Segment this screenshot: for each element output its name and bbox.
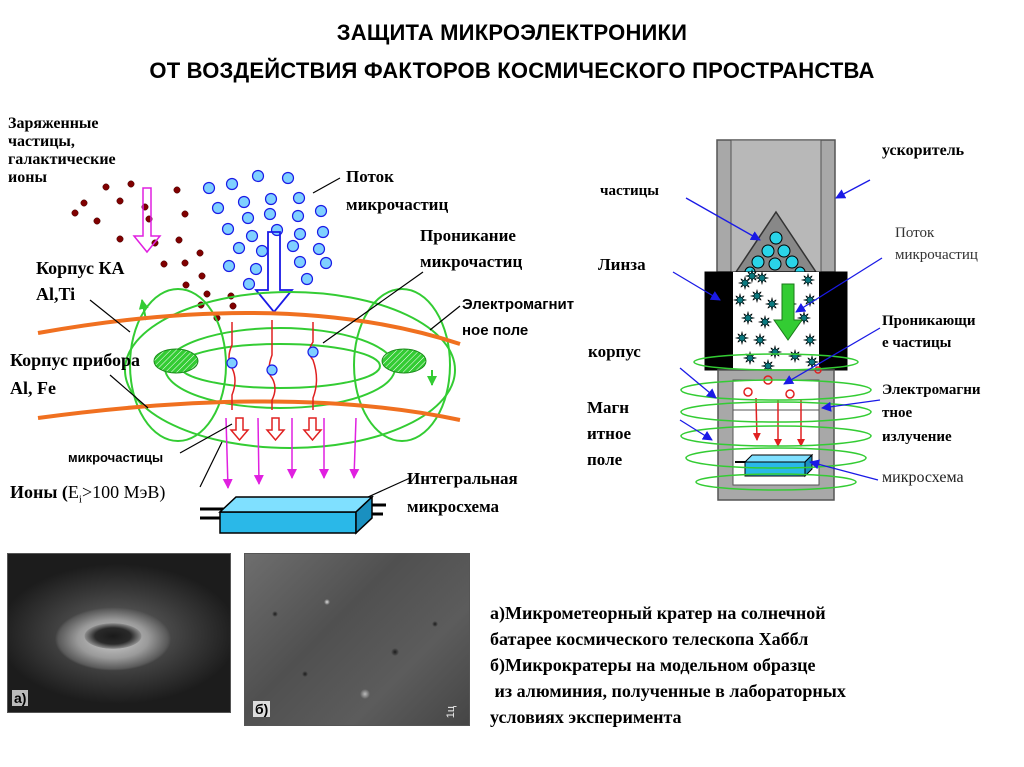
label-flow-1: Поток xyxy=(346,167,394,186)
label-housing-ka-2: Al,Ti xyxy=(36,284,76,304)
label-ic-2: микросхема xyxy=(407,497,500,516)
label-em-field-1: Электромагнит xyxy=(462,296,575,313)
ions-suffix: >100 МэВ) xyxy=(81,482,166,502)
label-microchip: микросхема xyxy=(882,469,964,486)
lens-star-particle xyxy=(764,296,780,312)
label-housing-ka-1: Корпус КА xyxy=(36,258,125,278)
title-line-2: ОТ ВОЗДЕЙСТВИЯ ФАКТОРОВ КОСМИЧЕСКОГО ПРО… xyxy=(149,58,875,83)
ion-flow-arrow xyxy=(132,187,162,254)
label-flow-right-1: Поток xyxy=(895,225,935,241)
lens-star-particle xyxy=(734,330,750,346)
label-magnetic-field-3: поле xyxy=(587,450,623,469)
magnetic-field-loops xyxy=(680,353,872,491)
lens-star-particle xyxy=(732,292,748,308)
photo-b-label: б) xyxy=(253,701,271,717)
label-penetrating-2: е частицы xyxy=(882,335,952,351)
title-line-1: ЗАЩИТА МИКРОЭЛЕКТРОНИКИ xyxy=(336,20,688,45)
label-magnetic-field-1: Магн xyxy=(587,398,630,417)
label-housing-right: корпус xyxy=(588,342,641,361)
microchip xyxy=(735,453,818,478)
label-accelerator: ускоритель xyxy=(882,142,965,159)
exit-arrows xyxy=(229,417,323,442)
lens-star-particle xyxy=(802,332,818,348)
ions-prefix: Ионы ( xyxy=(10,482,68,502)
label-charged-particles-1: Заряженные xyxy=(8,115,99,132)
label-device-housing-2: Al, Fe xyxy=(10,378,56,398)
lens-star-particle xyxy=(802,292,818,308)
microparticle-flow-arrow xyxy=(254,231,294,314)
penetration-beads xyxy=(226,346,319,376)
caption-line-1: а)Микрометеорный кратер на солнечной xyxy=(490,603,826,623)
label-penetration-2: микрочастиц xyxy=(420,252,523,271)
label-ic-1: Интегральная xyxy=(407,469,518,488)
label-charged-particles-3: галактические xyxy=(8,151,116,168)
caption-line-2: батарее космического телескопа Хаббл xyxy=(490,629,809,649)
caption-line-5: условиях эксперимента xyxy=(490,707,682,727)
label-microparticles: микрочастицы xyxy=(68,450,164,465)
label-charged-particles-4: ионы xyxy=(8,169,47,186)
lens-star-particle xyxy=(767,344,783,360)
label-charged-particles-2: частицы, xyxy=(8,133,75,150)
caption-line-4: из алюминия, полученные в лабораторных xyxy=(490,681,846,701)
lens-star-particle xyxy=(744,268,760,284)
photo-a-crater: а) xyxy=(7,553,231,713)
right-blue-leaders xyxy=(672,179,883,481)
caption-line-3: б)Микрократеры на модельном образце xyxy=(490,655,816,675)
integrated-circuit xyxy=(200,495,386,535)
lens-star-particle xyxy=(749,288,765,304)
magnet-right xyxy=(381,348,427,374)
lens-star-particle xyxy=(752,332,768,348)
lens-star-particle xyxy=(740,310,756,326)
label-penetration-1: Проникание xyxy=(420,226,516,245)
penetrating-red-particles xyxy=(743,366,822,447)
photo-b-microcraters: б) 1ц xyxy=(244,553,470,726)
device-housing-curve xyxy=(37,399,461,422)
label-em-radiation-1: Электромагни xyxy=(882,382,981,398)
particle-flow-arrow xyxy=(773,283,803,341)
spacecraft-housing-curve xyxy=(37,310,461,346)
lens-star-particle xyxy=(754,270,770,286)
label-magnetic-field-2: итное xyxy=(587,424,631,443)
lens-star-particle xyxy=(804,354,820,370)
magnet-left xyxy=(153,348,199,374)
device-housing xyxy=(717,369,835,501)
label-lens: Линза xyxy=(598,255,646,274)
label-leaders xyxy=(89,177,461,498)
lens-star-particle xyxy=(757,314,773,330)
lens-star-particle xyxy=(800,272,816,288)
label-particles: частицы xyxy=(600,183,659,199)
label-flow-right-2: микрочастиц xyxy=(895,247,978,263)
lens-star-particle xyxy=(787,348,803,364)
photo-a-label: а) xyxy=(12,690,29,706)
label-em-field-2: ное поле xyxy=(462,322,529,339)
label-flow-2: микрочастиц xyxy=(346,195,449,214)
ion-arrows xyxy=(222,417,360,489)
label-em-radiation-3: излучение xyxy=(882,429,952,445)
ions-e: E xyxy=(67,482,79,502)
label-em-radiation-2: тное xyxy=(882,405,913,421)
label-device-housing-1: Корпус прибора xyxy=(10,350,140,370)
label-penetrating-1: Проникающи xyxy=(882,313,976,329)
ions-sub: i xyxy=(78,493,82,506)
photo-b-scale-mark: 1ц xyxy=(445,705,458,719)
label-ions: Ионы (Ei>100 МэВ) xyxy=(10,480,165,512)
